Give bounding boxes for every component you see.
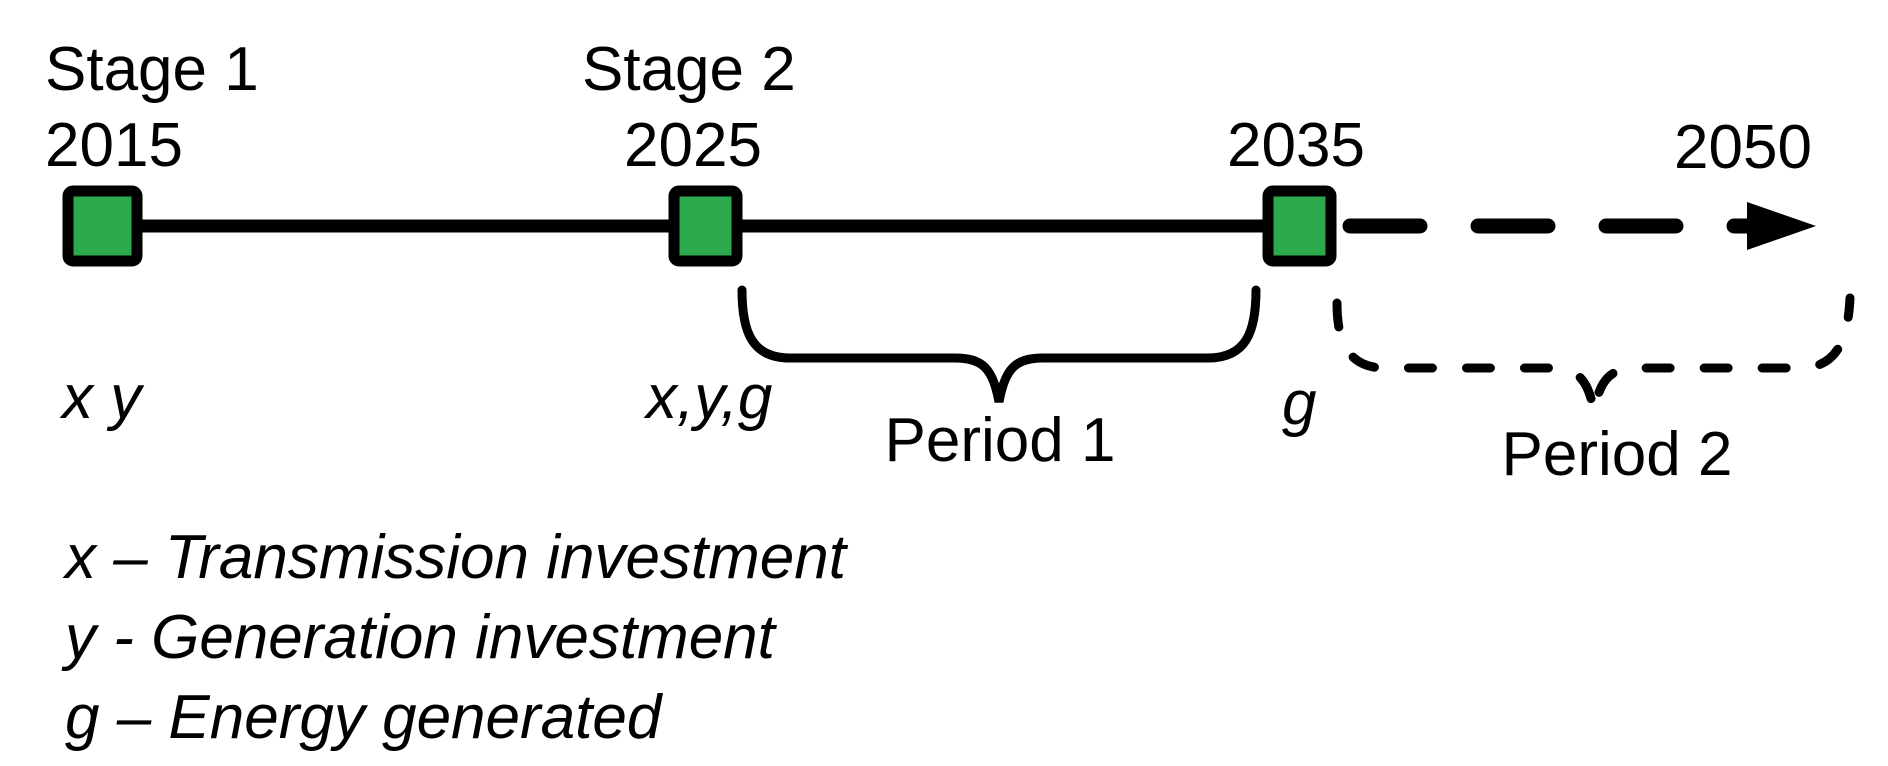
milestone-2025-node bbox=[668, 185, 743, 267]
period-1-label: Period 1 bbox=[884, 406, 1116, 475]
milestone-2015-node bbox=[62, 185, 143, 267]
vars-2015-label: x y bbox=[62, 363, 142, 432]
arrowhead-icon bbox=[1747, 202, 1816, 250]
legend-generation-investment: y - Generation investment bbox=[65, 603, 775, 672]
vars-2035-label: g bbox=[1282, 369, 1317, 438]
stage-2-label: Stage 2 bbox=[582, 35, 796, 104]
legend-transmission-investment: x – Transmission investment bbox=[65, 523, 846, 592]
legend-energy-generated: g – Energy generated bbox=[65, 683, 662, 752]
milestone-2035-node bbox=[1262, 185, 1337, 267]
stage-1-label: Stage 1 bbox=[45, 35, 259, 104]
year-2035-label: 2035 bbox=[1227, 111, 1365, 180]
year-2015-label: 2015 bbox=[45, 111, 183, 180]
vars-2025-label: x,y,g bbox=[646, 363, 773, 432]
year-2025-label: 2025 bbox=[624, 111, 762, 180]
period-2-brace bbox=[1332, 293, 1855, 413]
period-2-label: Period 2 bbox=[1501, 420, 1733, 489]
period-1-brace bbox=[737, 285, 1261, 403]
year-2050-label: 2050 bbox=[1674, 113, 1812, 182]
